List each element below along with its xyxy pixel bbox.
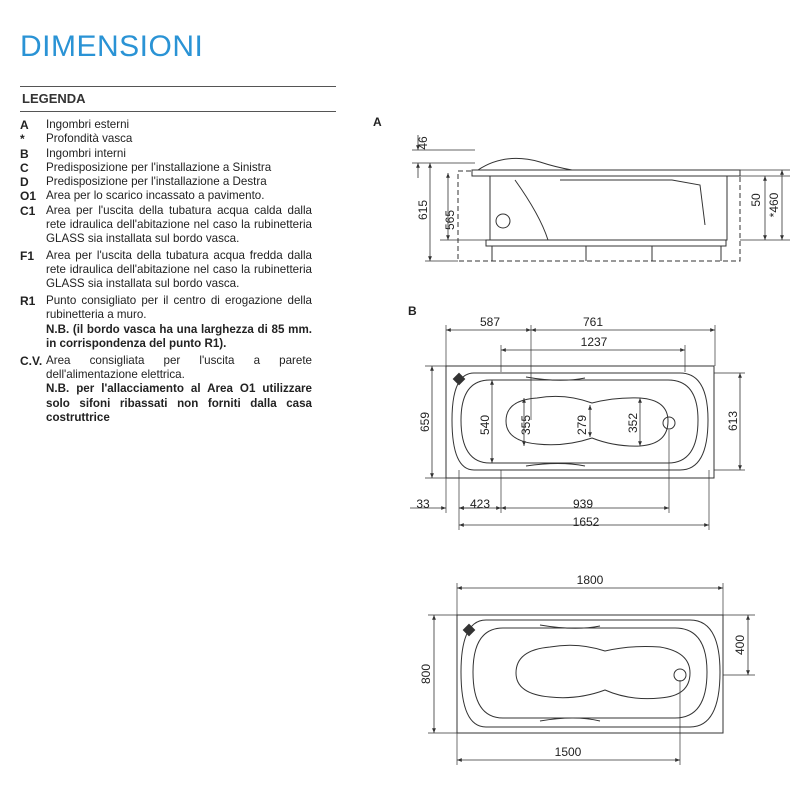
dim-939: 939 — [573, 497, 593, 511]
legend-text: Punto consigliato per il centro di eroga… — [46, 293, 312, 321]
side-headrest — [477, 157, 573, 171]
legend-key: R1 — [20, 293, 36, 308]
dim-587: 587 — [480, 315, 500, 329]
legend-text: Predisposizione per l'installazione a Si… — [46, 160, 272, 174]
label-b: B — [408, 304, 417, 318]
top-fixture-icon — [452, 372, 466, 386]
dim-46: 46 — [416, 136, 430, 150]
legend-text: Ingombri interni — [46, 146, 126, 160]
note-cv: N.B. per l'allacciamento al Area O1 util… — [46, 382, 312, 424]
legend-key: D — [20, 175, 29, 190]
legend-key: C.V. — [20, 353, 43, 368]
legend-key: * — [20, 132, 25, 147]
side-frame — [485, 239, 727, 247]
top-drain-icon — [662, 416, 676, 430]
legend-text: Profondità vasca — [46, 132, 133, 146]
dim-1652: 1652 — [573, 515, 600, 529]
dim-33: 33 — [416, 497, 430, 511]
dim-352: 352 — [626, 413, 640, 433]
divider-bottom — [20, 111, 336, 112]
top-armrests — [525, 376, 586, 467]
legend-item: F1 Area per l'uscita della tubatura acqua… — [20, 249, 312, 292]
legend-key: O1 — [20, 189, 37, 204]
page-title: DIMENSIONI — [20, 30, 204, 63]
dim-615: 615 — [416, 200, 430, 220]
legend-text: Area per l'uscita della tubatura acqua c… — [46, 203, 312, 246]
legend-item: A Ingombri esterni — [20, 118, 312, 132]
dim-659: 659 — [418, 412, 432, 432]
dim-279: 279 — [575, 415, 589, 435]
legend-text: Area consigliata per l'uscita a parete d… — [46, 353, 312, 382]
note-r1: N.B. (il bordo vasca ha una larghezza di… — [46, 323, 312, 351]
top-rim — [451, 372, 709, 471]
top-view-b — [410, 325, 745, 530]
dim-613: 613 — [726, 411, 740, 431]
legend-item: D Predisposizione per l'installazione a D… — [20, 175, 312, 189]
side-drain-icon — [495, 213, 511, 229]
dim-565: 565 — [443, 210, 457, 230]
dim-761: 761 — [583, 315, 603, 329]
dim-1500: 1500 — [555, 745, 582, 759]
legend-text: Area per l'uscita della tubatura acqua f… — [46, 248, 312, 291]
legend-item: B Ingombri interni — [20, 147, 312, 161]
dim-1237: 1237 — [581, 335, 608, 349]
divider-top — [20, 86, 336, 87]
dim-460: *460 — [767, 192, 781, 217]
side-inner-left — [514, 179, 549, 241]
bottom-basin — [515, 644, 691, 700]
legend-list: A Ingombri esterni * Profondità vasca B Ing… — [20, 118, 312, 425]
legend-key: F1 — [20, 248, 35, 263]
top-inner — [460, 379, 699, 464]
dim-355: 355 — [519, 415, 533, 435]
top-view-overall — [428, 583, 755, 765]
legend-heading: LEGENDA — [22, 91, 86, 106]
legend-item: R1 Punto consigliato per il centro di ero… — [20, 294, 312, 323]
legend-key: B — [20, 146, 29, 161]
dim-400: 400 — [733, 635, 747, 655]
top-outer — [445, 365, 715, 479]
legend-item: C Predisposizione per l'installazione a S… — [20, 161, 312, 175]
bottom-armrests — [539, 624, 601, 722]
dim-540: 540 — [478, 415, 492, 435]
bottom-fixture-icon — [462, 623, 476, 637]
legend-key: A — [20, 118, 29, 132]
bottom-inner — [472, 627, 708, 719]
side-view — [412, 135, 790, 262]
legend-item: C1 Area per l'uscita della tubatura acqua… — [20, 204, 312, 247]
side-inner-right — [560, 179, 706, 226]
dim-800: 800 — [419, 664, 433, 684]
legend-key: C1 — [20, 203, 36, 218]
dim-1800: 1800 — [577, 573, 604, 587]
side-rim — [471, 169, 741, 177]
label-a: A — [373, 115, 382, 129]
legend-item: C.V.Area consigliata per l'uscita a pare… — [20, 354, 312, 383]
legend-item: * Profondità vasca — [20, 132, 312, 146]
bottom-drain-icon — [673, 668, 687, 682]
bottom-rim — [460, 619, 721, 728]
legend-text: Area per lo scarico incassato a paviment… — [46, 189, 265, 203]
legend-item: O1 Area per lo scarico incassato a pavime… — [20, 189, 312, 203]
legend-text: Predisposizione per l'installazione a De… — [46, 175, 267, 189]
side-body — [489, 176, 728, 241]
dim-423: 423 — [470, 497, 490, 511]
legend-key: C — [20, 160, 29, 175]
bottom-outer — [456, 614, 724, 734]
legend-text: Ingombri esterni — [46, 118, 130, 131]
dim-50: 50 — [749, 193, 763, 207]
